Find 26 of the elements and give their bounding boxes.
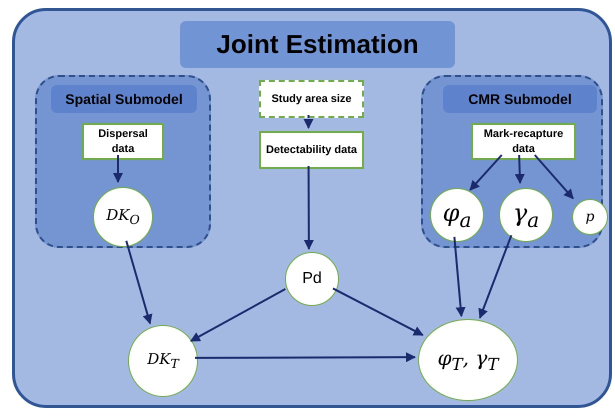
data-box: Mark-recapture data	[471, 123, 576, 160]
variable-circle: φ$_{a}$	[430, 188, 484, 242]
variable-circle: Pd	[285, 252, 339, 306]
arrow	[478, 234, 512, 319]
data-box: Dispersal data	[82, 123, 164, 160]
variable-circle: DK$_{O}$	[93, 187, 153, 247]
data-box: Detectability data	[259, 131, 364, 169]
arrow	[113, 155, 123, 183]
arrow	[332, 288, 424, 336]
variable-circle: DK$_{T}$	[128, 325, 198, 397]
arrow	[534, 154, 574, 200]
section-heading: Spatial Submodel	[51, 85, 197, 113]
variable-circle: p	[572, 199, 608, 235]
arrow	[125, 240, 152, 324]
arrow	[195, 352, 416, 362]
arrow	[453, 236, 466, 318]
variable-circle: γ$_{a}$	[499, 188, 553, 242]
dashed-data-box: Study area size	[259, 80, 364, 118]
arrow	[304, 115, 314, 129]
arrow	[304, 166, 314, 250]
arrow	[190, 288, 286, 342]
title-banner: Joint Estimation	[180, 21, 455, 68]
section-heading: CMR Submodel	[443, 85, 597, 113]
variable-circle: φ$_{T}$, γ$_{T}$	[418, 319, 518, 401]
arrow	[469, 154, 502, 191]
arrow	[514, 154, 525, 184]
